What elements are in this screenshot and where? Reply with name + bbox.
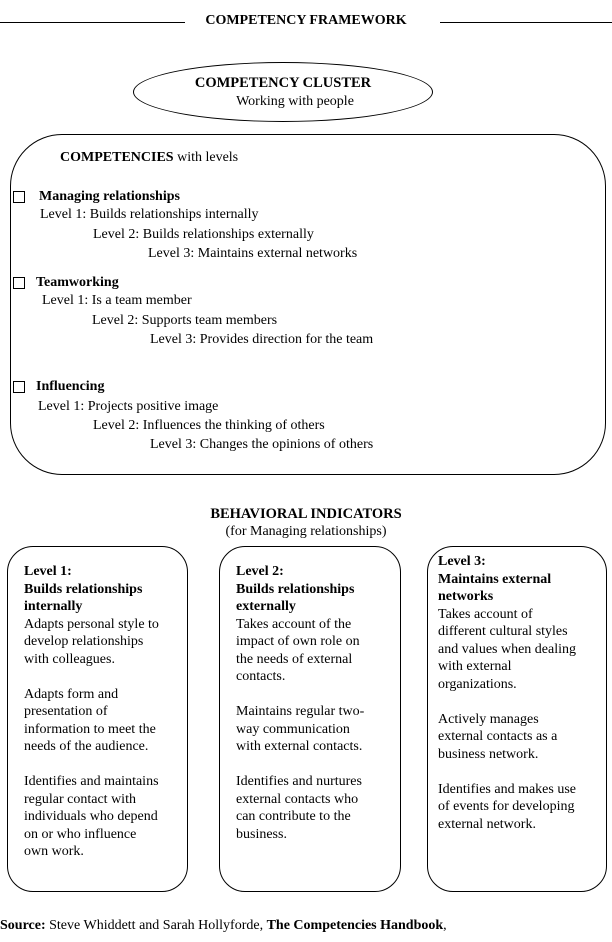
source-label: Source:: [0, 918, 46, 933]
competencies-box: [10, 134, 606, 475]
competency-level: Level 2: Influences the thinking of othe…: [93, 418, 325, 433]
card-text-line: Adapts personal style to: [24, 616, 159, 632]
card-text-line: Maintains regular two-: [236, 704, 365, 719]
card-heading-line: externally: [236, 599, 296, 614]
checkbox-icon: [13, 277, 25, 289]
card-text-line: Identifies and nurtures: [236, 774, 362, 789]
card-text-line: information to meet the: [24, 721, 156, 737]
card-heading-line: Builds relationships: [24, 581, 143, 597]
cluster-title: COMPETENCY CLUSTER: [194, 75, 372, 91]
card-text-line: external contacts who: [236, 791, 359, 807]
card-text-line: can contribute to the: [236, 809, 351, 824]
behavior-card-level-2: [219, 546, 401, 892]
behavioral-indicators-title: BEHAVIORAL INDICATORS: [210, 506, 402, 522]
card-text-line: business network.: [438, 746, 539, 762]
card-text-line: the needs of external: [236, 651, 353, 667]
card-text-line: with external contacts.: [236, 739, 363, 754]
card-text-line: external contacts as a: [438, 729, 558, 744]
title-rule-right: [440, 22, 612, 23]
card-text-line: presentation of: [24, 704, 108, 719]
behavior-card-text: Level 2: Builds relationships externally…: [236, 563, 364, 843]
card-heading-line: Level 3:: [438, 554, 486, 569]
card-text-line: with colleagues.: [24, 651, 115, 667]
card-text-line: Identifies and maintains: [24, 774, 159, 789]
competency-cluster-ellipse: COMPETENCY CLUSTER Working with people: [133, 62, 433, 122]
behavior-card-level-1: [7, 546, 188, 892]
competencies-heading-bold: COMPETENCIES: [60, 150, 174, 165]
competency-level: Level 1: Projects positive image: [38, 399, 219, 414]
card-text-line: impact of own role on: [236, 634, 360, 649]
card-text-line: individuals who depend: [24, 809, 158, 824]
competency-level: Level 2: Supports team members: [92, 313, 278, 328]
card-text-line: and values when dealing: [438, 641, 577, 657]
competency-name: Influencing: [36, 379, 105, 394]
competency-level: Level 3: Maintains external networks: [148, 246, 358, 261]
card-heading-line: internally: [24, 599, 83, 614]
source-book-title: The Competencies Handbook: [266, 918, 444, 933]
card-text-line: needs of the audience.: [24, 739, 149, 754]
behavioral-indicators-subtitle: (for Managing relationships): [225, 524, 387, 539]
card-text-line: Adapts form and: [24, 686, 119, 702]
card-text-line: Takes account of the: [236, 616, 352, 632]
card-heading-line: Builds relationships: [236, 581, 355, 597]
card-text-line: organizations.: [438, 676, 517, 692]
checkbox-icon: [13, 191, 25, 203]
card-text-line: Takes account of: [438, 606, 533, 622]
competencies-heading: COMPETENCIES with levels: [60, 149, 238, 166]
card-heading-line: Level 1:: [24, 564, 72, 579]
card-text-line: different cultural styles: [438, 624, 568, 639]
competency-name: Teamworking: [36, 275, 119, 290]
competency-level: Level 1: Is a team member: [42, 293, 192, 308]
source-citation: Source: Steve Whiddett and Sarah Hollyfo…: [0, 918, 447, 934]
competency-level: Level 3: Provides direction for the team: [150, 332, 374, 347]
card-text-line: develop relationships: [24, 634, 144, 649]
framework-title: COMPETENCY FRAMEWORK: [0, 13, 612, 29]
card-text-line: external network.: [438, 816, 536, 832]
behavior-card-text: Level 3: Maintains external networks Tak…: [438, 553, 576, 833]
source-authors: Steve Whiddett and Sarah Hollyforde,: [45, 918, 267, 933]
competency-level: Level 2: Builds relationships externally: [93, 227, 314, 242]
card-heading-line: Level 2:: [236, 564, 284, 579]
card-text-line: of events for developing: [438, 799, 575, 814]
cluster-subtitle: Working with people: [236, 94, 354, 109]
card-text-line: own work.: [24, 844, 84, 859]
card-text-line: with external: [438, 659, 512, 674]
card-text-line: Actively manages: [438, 711, 539, 727]
card-text-line: business.: [236, 826, 287, 842]
behavior-card-text: Level 1: Builds relationships internally…: [24, 563, 159, 861]
competencies-heading-rest: with levels: [173, 150, 239, 165]
card-heading-line: networks: [438, 589, 494, 604]
card-text-line: Identifies and makes use: [438, 781, 577, 797]
competency-name: Managing relationships: [39, 189, 180, 204]
title-rule-left: [0, 22, 185, 23]
competency-level: Level 1: Builds relationships internally: [40, 207, 259, 222]
card-text-line: way communication: [236, 721, 350, 737]
card-text-line: regular contact with: [24, 791, 136, 807]
card-text-line: on or who influence: [24, 826, 137, 842]
card-heading-line: Maintains external: [438, 571, 552, 587]
source-tail: ,: [443, 918, 447, 933]
competency-level: Level 3: Changes the opinions of others: [150, 437, 374, 452]
checkbox-icon: [13, 381, 25, 393]
behavior-card-level-3: [427, 546, 607, 892]
card-text-line: contacts.: [236, 669, 286, 684]
